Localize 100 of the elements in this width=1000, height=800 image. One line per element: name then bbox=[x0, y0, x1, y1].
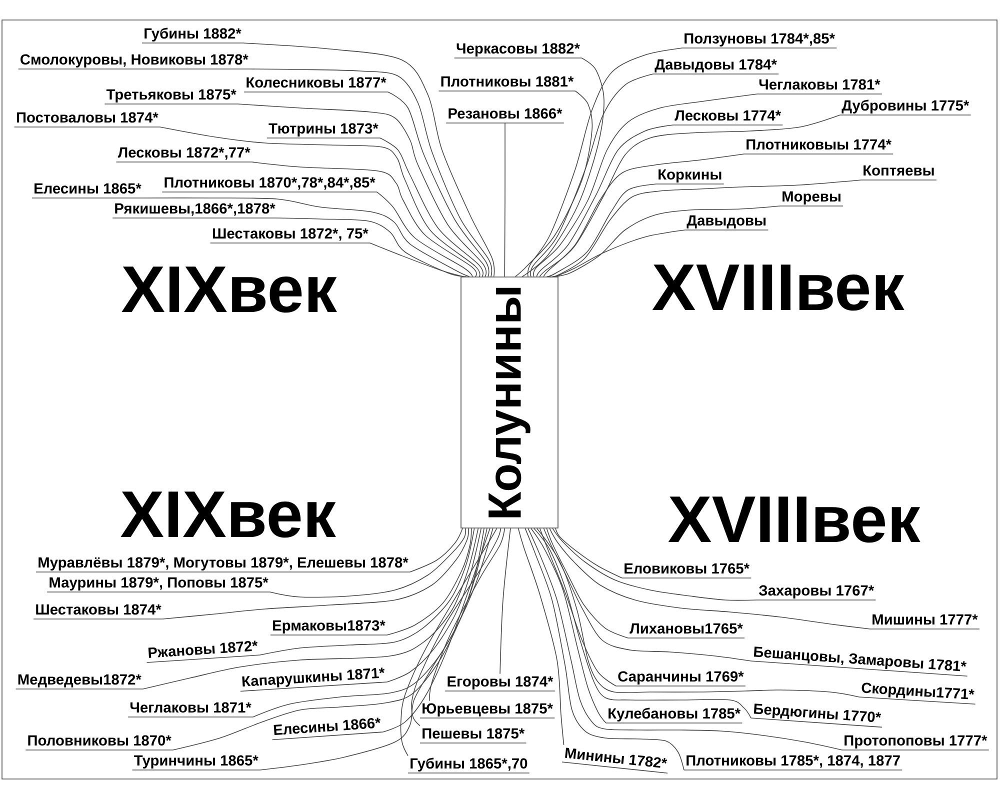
surname-label: Резановы 1866* bbox=[446, 108, 564, 124]
connector-line bbox=[522, 58, 604, 277]
surname-label: Плотниковы 1785*, 1874, 1877 bbox=[684, 755, 903, 770]
surname-label: Юрьевцевы 1875* bbox=[420, 703, 555, 718]
century-label: XIXвек bbox=[120, 492, 336, 538]
connector-line bbox=[410, 528, 463, 572]
connector-line bbox=[400, 528, 498, 756]
surname-label: Саранчины 1769* bbox=[616, 671, 746, 686]
surname-label: Лихановы1765* bbox=[628, 623, 745, 638]
connector-line bbox=[546, 528, 628, 638]
connector-line bbox=[386, 528, 482, 682]
surname-label: Мишины 1777* bbox=[870, 614, 980, 630]
surname-label: Еловиковы 1765* bbox=[622, 563, 752, 578]
connector-line bbox=[524, 528, 684, 770]
connector-line bbox=[518, 528, 564, 746]
surname-label: Маурины 1879*, Поповы 1875* bbox=[46, 577, 270, 592]
connector-line bbox=[172, 528, 488, 750]
surname-label: Муравлёвы 1879*, Могутовы 1879*, Елешевы 1878* bbox=[36, 557, 410, 572]
connector-line bbox=[504, 122, 506, 277]
surname-label: Коптяевы bbox=[860, 165, 937, 180]
surname-label: Пешевы 1875* bbox=[420, 728, 527, 744]
connector-line bbox=[536, 124, 674, 277]
connector-line bbox=[527, 48, 682, 277]
connector-line bbox=[386, 528, 472, 636]
surname-label: Рякишевы,1866*,1878* bbox=[112, 203, 278, 218]
surname-label: Коркины bbox=[656, 169, 724, 184]
connector-line bbox=[546, 184, 656, 277]
surname-label: Смолокуровы, Новиковы 1878* bbox=[18, 54, 250, 70]
connector-line bbox=[160, 126, 480, 277]
connector-line bbox=[411, 528, 502, 726]
connector-line bbox=[539, 114, 840, 277]
surname-label: Шестаковы 1872*, 75* bbox=[210, 228, 370, 244]
connector-line bbox=[260, 528, 475, 656]
surname-label: Черкасовы 1882* bbox=[454, 43, 582, 58]
century-label: XVIIIвек bbox=[668, 496, 920, 543]
connector-line bbox=[530, 74, 654, 277]
connector-line bbox=[528, 528, 842, 750]
connector-line bbox=[428, 528, 506, 702]
surname-label: Скордины1771* bbox=[858, 682, 976, 705]
connector-line bbox=[549, 180, 862, 278]
surname-label: Елесины 1866* bbox=[272, 718, 384, 740]
connector-line bbox=[382, 528, 490, 732]
connector-line bbox=[142, 198, 470, 277]
connector-line bbox=[370, 242, 464, 277]
century-label: XVIIIвек bbox=[652, 264, 904, 311]
connector-line bbox=[514, 90, 593, 277]
surname-label: Третьяковы 1875* bbox=[104, 89, 238, 104]
connector-line bbox=[260, 528, 494, 770]
surname-label: Медведевы1872* bbox=[15, 674, 144, 690]
surname-label: Губины 1882* bbox=[142, 28, 244, 44]
connector-line bbox=[543, 528, 752, 662]
connector-line bbox=[388, 92, 490, 277]
surname-label: Захаровы 1767* bbox=[756, 585, 876, 600]
connector-line bbox=[530, 528, 606, 724]
connector-line bbox=[536, 528, 860, 698]
surname-label: Губины 1865*,70 bbox=[408, 758, 530, 774]
connector-line bbox=[552, 206, 780, 277]
connector-line bbox=[276, 218, 467, 277]
surname-label: Бердюгины 1770* bbox=[750, 704, 882, 728]
connector-line bbox=[238, 104, 487, 277]
surname-label: Колесниковы 1877* bbox=[244, 77, 388, 92]
connector-line bbox=[539, 528, 616, 686]
surname-label: Протопоповы 1777* bbox=[842, 735, 990, 750]
surname-label: Лесковы 1774* bbox=[672, 110, 784, 126]
surname-label: Ермаковы1873* bbox=[270, 620, 388, 636]
connector-line bbox=[252, 528, 484, 718]
surname-label: Постоваловы 1874* bbox=[14, 112, 160, 128]
surname-label: Шестаковы 1874* bbox=[33, 604, 164, 620]
connector-line bbox=[252, 162, 477, 277]
surname-label: Дубровины 1775* bbox=[840, 100, 972, 116]
connector-line bbox=[380, 138, 484, 277]
surname-label: Давыдовы bbox=[684, 215, 769, 230]
century-label: XIXвек bbox=[122, 266, 337, 313]
surname-label: Ползуновы 1784*,85* bbox=[682, 33, 837, 48]
surname-label: Ржановы 1872* bbox=[146, 640, 260, 663]
surname-label: Капарушкины 1871* bbox=[240, 668, 388, 692]
surname-label: Елесины 1865* bbox=[32, 183, 144, 198]
surname-label: Кулебановы 1785* bbox=[606, 708, 743, 724]
surname-label: Моревы bbox=[780, 191, 844, 206]
connector-line bbox=[534, 528, 752, 718]
surname-label: Плотниковы 1881* bbox=[438, 76, 576, 92]
connector-line bbox=[555, 230, 686, 277]
surname-label: Туринчины 1865* bbox=[132, 755, 260, 770]
connector-line bbox=[142, 528, 479, 690]
surname-label: Половниковы 1870* bbox=[25, 735, 174, 750]
connector-line bbox=[500, 528, 511, 674]
surname-label: Чеглаковы 1781* bbox=[756, 79, 882, 94]
connector-line bbox=[162, 528, 469, 620]
surname-label: Плотниковыы 1774* bbox=[744, 139, 894, 154]
surname-label: Егоровы 1874* bbox=[444, 676, 556, 692]
connector-line bbox=[552, 528, 758, 601]
surname-label: Бешанцовы, Замаровы 1781* bbox=[750, 646, 968, 677]
name-box: Колунины bbox=[460, 276, 558, 528]
connector-line bbox=[555, 528, 622, 578]
surname-label: Минины 1782* bbox=[562, 748, 668, 774]
connector-line bbox=[376, 192, 473, 277]
surname-label: Плотниковы 1870*,78*,84*,85* bbox=[162, 177, 378, 192]
surname-label: Чеглаковы 1871* bbox=[128, 702, 254, 718]
surname-label: Тютрины 1873* bbox=[266, 123, 380, 138]
connector-line bbox=[543, 154, 744, 277]
